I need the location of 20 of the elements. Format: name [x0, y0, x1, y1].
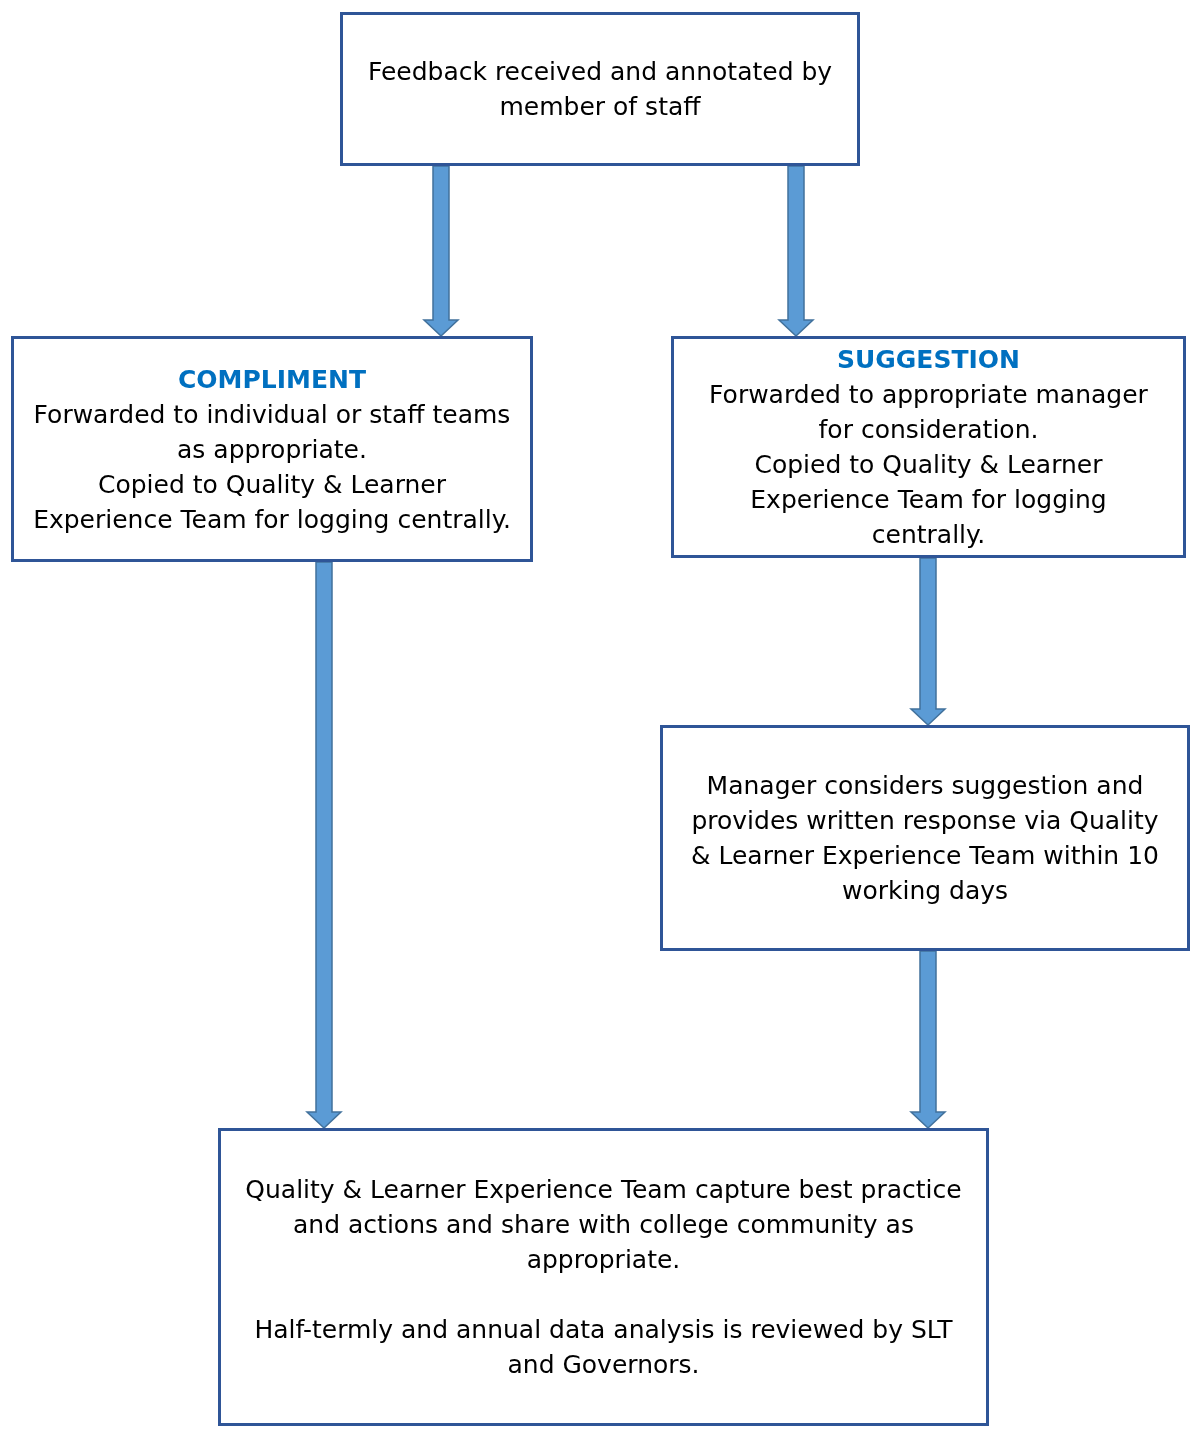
block-arrow [909, 950, 947, 1130]
box-text: Forwarded to appropriate manager for consideration. [708, 379, 1149, 446]
process-box [218, 1128, 989, 1426]
block-arrow [422, 165, 460, 338]
box-text: Manager considers suggestion and provides written response via Quality & Learner Experience Team within 10 working days [690, 770, 1160, 907]
process-box [671, 336, 1186, 558]
box-text: Quality & Learner Experience Team capture best practice and actions and share with college community as appropriate. [244, 1174, 963, 1276]
process-box [340, 12, 860, 166]
process-box [11, 336, 533, 562]
box-heading: SUGGESTION [836, 344, 1021, 376]
block-arrow [305, 561, 343, 1130]
box-text: Copied to Quality & Learner Experience Team for logging centrally. [32, 468, 512, 536]
process-box [660, 725, 1190, 951]
box-heading: COMPLIMENT [177, 363, 367, 396]
box-text: Forwarded to individual or staff teams as appropriate. [32, 398, 512, 466]
box-text: Half-termly and annual data analysis is reviewed by SLT and Governors. [253, 1314, 954, 1381]
box-text: Feedback received and annotated by member of staff [366, 56, 834, 123]
block-arrow [909, 557, 947, 727]
block-arrow [777, 165, 815, 338]
box-text: Copied to Quality & Learner Experience Team for logging centrally. [749, 449, 1108, 551]
